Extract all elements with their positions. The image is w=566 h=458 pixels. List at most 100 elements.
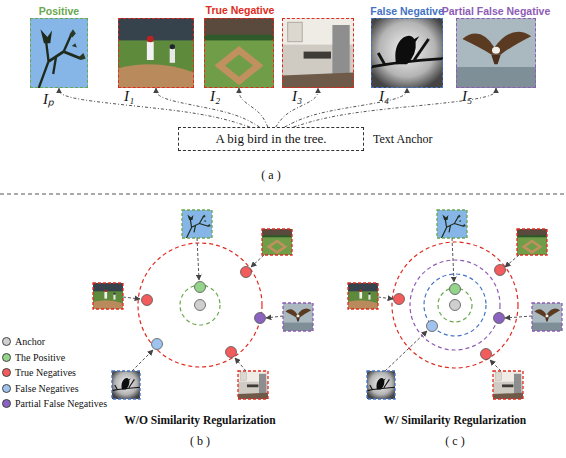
- leader-arrow: [132, 350, 153, 371]
- legend-text: True Negatives: [15, 367, 76, 378]
- thumb-border: [348, 283, 378, 309]
- thumb-photo: [367, 371, 395, 399]
- image-label: I₃: [292, 88, 302, 105]
- thumb-border: [93, 283, 123, 309]
- group-heading: True Negative: [206, 4, 275, 16]
- negative-dot: [495, 265, 506, 276]
- thumb-photo: [348, 283, 378, 309]
- image-box: Partial False NegativeI₅: [456, 18, 536, 88]
- thumb-photo: [437, 210, 467, 238]
- thumbnail: [517, 229, 547, 255]
- legend-row: The Positive: [2, 352, 65, 363]
- leader-arrow: [235, 358, 246, 371]
- thumb-photo: [93, 283, 123, 309]
- category-heading: Partial False Negative: [442, 5, 551, 17]
- image-label: I₁: [124, 88, 134, 105]
- thumbnail: [367, 371, 395, 399]
- leader-arrow: [123, 297, 140, 299]
- negative-dot: [394, 294, 405, 305]
- photo: [456, 18, 536, 88]
- leader-arrow: [505, 316, 532, 318]
- thumb-photo: [532, 303, 562, 331]
- thumbnail: [93, 283, 123, 309]
- leader-arrow: [251, 255, 264, 267]
- thumbnail: [348, 283, 378, 309]
- panel-label: ( a ): [261, 168, 280, 183]
- image-box: False NegativeI₄: [371, 18, 443, 88]
- image-box: PositiveIₚ: [30, 18, 88, 88]
- thumbnail: [493, 371, 523, 399]
- thumb-photo: [517, 229, 547, 255]
- negative-ring: [392, 242, 518, 368]
- leader-arrow: [452, 238, 454, 282]
- image-label: I₅: [462, 88, 472, 105]
- partial-ring: [410, 260, 500, 350]
- legend-row: True Negatives: [2, 367, 76, 378]
- positive-dot: [450, 284, 461, 295]
- image-box: I₃: [282, 18, 354, 88]
- photo: [282, 18, 354, 88]
- anchor-dot: [195, 300, 206, 311]
- thumb-photo: [238, 371, 268, 399]
- legend-row: Partial False Negatives: [2, 398, 107, 409]
- leader-arrow: [197, 238, 199, 280]
- dotted-arrow: [59, 88, 250, 127]
- caption-text: A big bird in the tree.: [179, 131, 363, 147]
- thumbnail: [262, 229, 292, 255]
- thumbnail: [437, 210, 467, 238]
- legend-swatch: [2, 399, 11, 408]
- thumb-border: [238, 371, 268, 399]
- thumb-photo: [182, 210, 212, 238]
- panel-label: ( b ): [190, 434, 210, 449]
- leader-arrow: [385, 331, 427, 371]
- image-box: I₁: [118, 18, 194, 88]
- image-label: I₂: [210, 88, 220, 105]
- photo: [30, 18, 88, 88]
- thumb-photo: [493, 371, 523, 399]
- legend-text: Partial False Negatives: [15, 398, 107, 409]
- panel-title: W/ Similarity Regularization: [384, 414, 526, 426]
- thumb-border: [517, 229, 547, 255]
- photo: [204, 18, 274, 88]
- legend-swatch: [2, 353, 11, 362]
- thumb-photo: [283, 303, 313, 331]
- thumbnail: [532, 303, 562, 331]
- negative-dot: [142, 295, 153, 306]
- dotted-arrow: [285, 88, 407, 127]
- thumb-photo: [262, 229, 292, 255]
- positive-dot: [195, 282, 206, 293]
- thumb-border: [367, 371, 395, 399]
- negative-dot: [226, 347, 237, 358]
- legend-text: Anchor: [15, 336, 45, 347]
- legend-text: False Negatives: [15, 383, 79, 394]
- leader-arrow: [378, 297, 393, 299]
- thumbnail: [112, 371, 140, 399]
- thumb-border: [532, 303, 562, 331]
- dotted-arrow: [156, 88, 260, 127]
- panel-label: ( c ): [445, 434, 464, 449]
- thumb-photo: [112, 371, 140, 399]
- negative-dot: [481, 349, 492, 360]
- negative-dot: [241, 267, 252, 278]
- false-negative-dot: [427, 321, 438, 332]
- thumbnail: [238, 371, 268, 399]
- thumb-border: [182, 210, 212, 238]
- photo: [371, 18, 443, 88]
- thumbnail: [283, 303, 313, 331]
- thumb-border: [262, 229, 292, 255]
- anchor-dot: [450, 300, 461, 311]
- dotted-arrow: [276, 88, 318, 127]
- dotted-arrow: [294, 88, 497, 127]
- separator: [0, 194, 566, 195]
- image-label: I₄: [379, 88, 389, 105]
- legend-row: Anchor: [2, 336, 45, 347]
- legend-text: The Positive: [15, 352, 65, 363]
- negative-ring: [138, 243, 262, 367]
- false-negative-ring: [424, 274, 486, 336]
- category-heading: False Negative: [370, 5, 444, 17]
- text-anchor-box: A big bird in the tree.Text Anchor: [178, 127, 364, 151]
- legend-swatch: [2, 384, 11, 393]
- thumb-border: [437, 210, 467, 238]
- legend-swatch: [2, 337, 11, 346]
- dotted-arrow: [239, 88, 268, 127]
